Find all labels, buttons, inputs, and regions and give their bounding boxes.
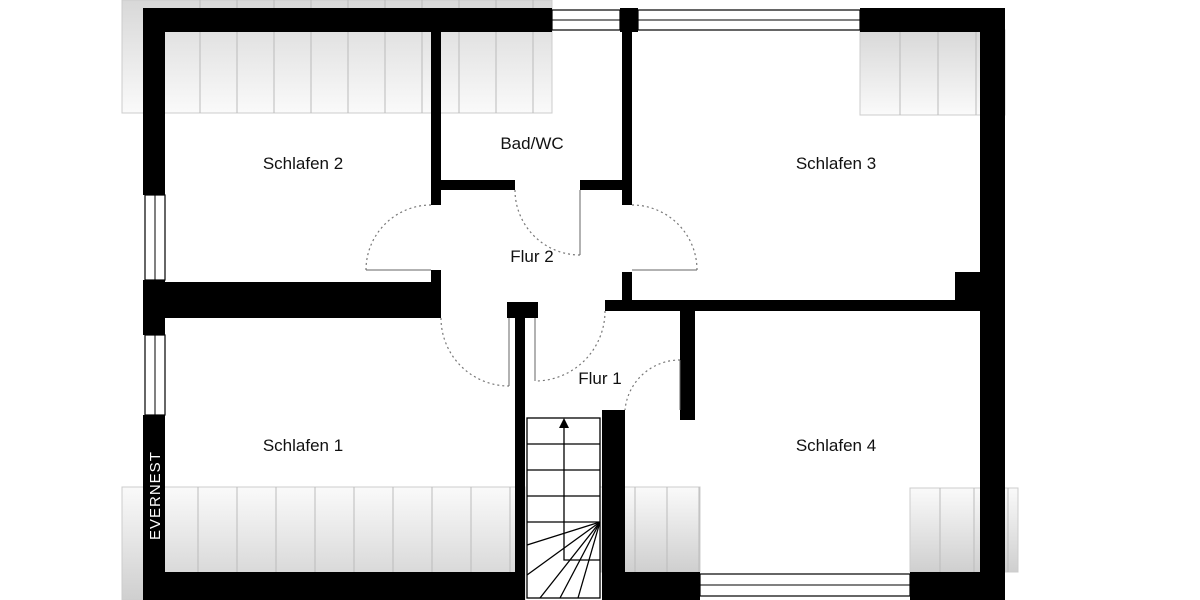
room-label-schlafen-3: Schlafen 3 [796, 154, 876, 173]
room-label-schlafen-4: Schlafen 4 [796, 436, 876, 455]
stair-arrow-icon [559, 418, 569, 428]
room-label-flur-1: Flur 1 [578, 369, 621, 388]
room-label-schlafen-1: Schlafen 1 [263, 436, 343, 455]
brand-watermark: EVERNEST [147, 451, 164, 540]
room-label-bad-wc: Bad/WC [500, 134, 563, 153]
walls [143, 8, 1005, 600]
door-swings [365, 189, 698, 411]
room-label-schlafen-2: Schlafen 2 [263, 154, 343, 173]
staircase [526, 417, 601, 599]
windows [144, 9, 911, 597]
room-label-flur-2: Flur 2 [510, 247, 553, 266]
